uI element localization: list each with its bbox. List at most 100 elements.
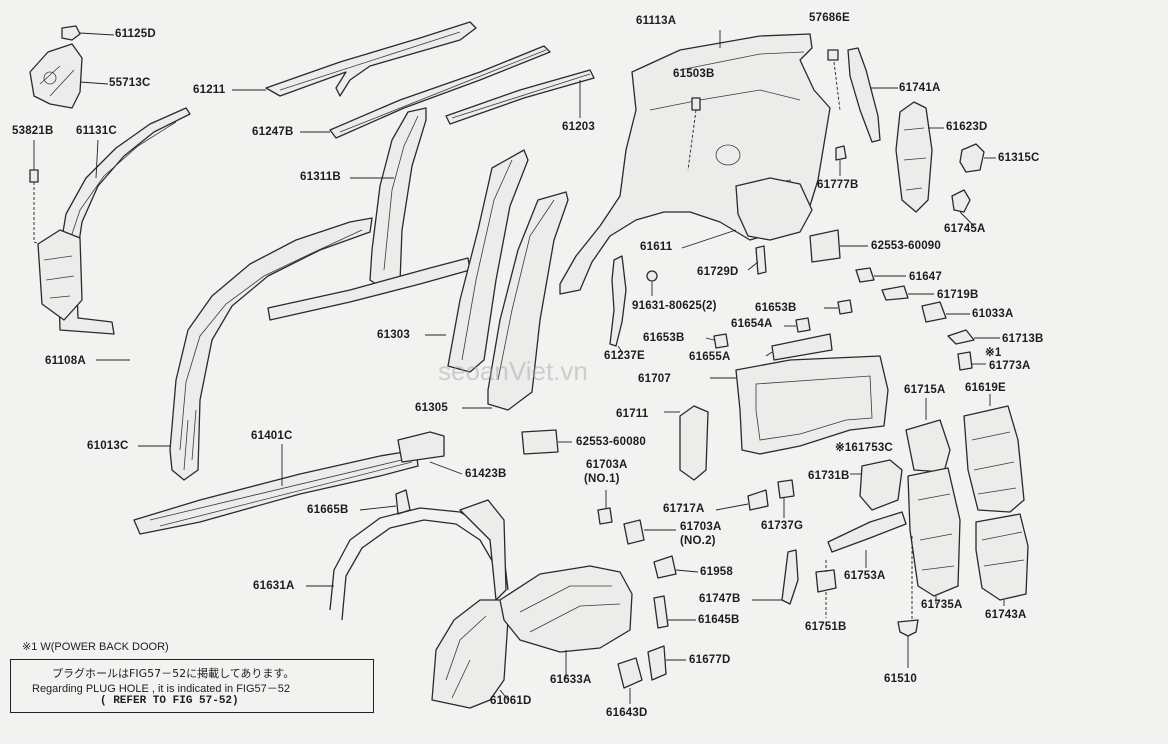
part-61747B-shape (752, 549, 799, 605)
part-61735A-shape (907, 467, 961, 604)
part-label-61729D: 61729D (697, 266, 739, 278)
part-label-61510: 61510 (884, 673, 917, 685)
part-label-61655A: 61655A (689, 351, 731, 363)
part-label-61633A: 61633A (550, 674, 592, 686)
part-61729D-shape (747, 245, 767, 275)
part-61311B-shape (350, 107, 427, 289)
part-61665B-shape (359, 489, 411, 515)
note-line-reference: ( REFER TO FIG 57-52) (100, 695, 239, 707)
part-label-61719B: 61719B (937, 289, 979, 301)
part-label-61033A: 61033A (972, 308, 1014, 320)
part-label-61611: 61611 (640, 241, 673, 253)
part-61741A-shape (847, 47, 898, 143)
part-label-61647: 61647 (909, 271, 942, 283)
part-61745A-shape (951, 189, 975, 227)
part-61033A-shape (921, 301, 970, 323)
part-label-61703A-no2-sub: (NO.2) (680, 535, 716, 547)
part-91631-shape (646, 270, 658, 296)
part-61773A-shape (957, 351, 986, 371)
part-label-61745A: 61745A (944, 223, 986, 235)
part-label-61631A: 61631A (253, 580, 295, 592)
part-61645B-shape (653, 595, 696, 629)
part-label-61777B: 61777B (817, 179, 859, 191)
part-61707-shape (710, 355, 889, 455)
part-label-61731B: 61731B (808, 470, 850, 482)
part-label-61958: 61958 (700, 566, 733, 578)
part-label-61311B: 61311B (300, 171, 341, 183)
part-61423B-shape (397, 431, 463, 475)
part-label-61741A: 61741A (899, 82, 941, 94)
part-57686E-shape (827, 49, 841, 111)
part-label-91631-80625: 91631-80625(2) (632, 300, 717, 312)
part-61743A-shape (975, 513, 1029, 606)
part-label-61303: 61303 (377, 329, 410, 341)
part-label-61751B: 61751B (805, 621, 847, 633)
part-61305-shape (447, 149, 569, 411)
part-label-61737G: 61737G (761, 520, 804, 532)
part-61653B-shape (705, 299, 853, 349)
part-label-61703A-no1-sub: (NO.1) (584, 473, 620, 485)
part-label-61113A: 61113A (636, 15, 677, 27)
part-61647-shape (855, 267, 906, 283)
part-label-55713C: 55713C (109, 77, 151, 89)
part-label-53821B: 53821B (12, 125, 54, 137)
part-label-61423B: 61423B (465, 468, 507, 480)
part-61203-shape (445, 69, 595, 125)
part-61633A-shape (499, 565, 633, 678)
note-box (10, 659, 374, 713)
part-61315C-shape (959, 143, 996, 173)
part-61958-shape (653, 555, 699, 579)
mark-note-61773A: ※1 (985, 347, 1002, 359)
part-61013C-shape (138, 217, 373, 481)
part-62553-60080-shape (521, 429, 572, 455)
part-label-61715A: 61715A (904, 384, 946, 396)
part-61211-shape (232, 21, 477, 97)
part-label-61305: 61305 (415, 402, 448, 414)
part-label-61503B: 61503B (673, 68, 715, 80)
part-55713C-shape (29, 43, 109, 109)
part-label-61713B: 61713B (1002, 333, 1044, 345)
part-61643D-shape (617, 657, 643, 704)
part-61717A-shape (715, 479, 795, 518)
part-61247B-shape (300, 45, 551, 139)
part-label-61703A-no1: 61703A (586, 459, 628, 471)
part-61711-shape (664, 405, 709, 481)
part-61703A-shape (597, 490, 676, 545)
part-label-61108A: 61108A (45, 355, 86, 367)
part-label-61707: 61707 (638, 373, 671, 385)
part-label-61753C: ※161753C (835, 442, 893, 454)
part-label-61653B-upper: 61653B (755, 302, 797, 314)
part-61713B-shape (947, 329, 1000, 345)
part-label-61711: 61711 (616, 408, 649, 420)
part-61751B-shape (815, 560, 837, 618)
part-label-61203: 61203 (562, 121, 595, 133)
part-label-61623D: 61623D (946, 121, 988, 133)
part-label-61315C: 61315C (998, 152, 1040, 164)
part-61125D-shape (61, 25, 115, 41)
part-label-61717A: 61717A (663, 503, 705, 515)
part-61108A-shape (37, 229, 130, 361)
part-61655A-shape (765, 333, 833, 361)
part-61719B-shape (881, 285, 934, 301)
part-61237E-shape (609, 255, 627, 353)
part-61715A-shape (905, 398, 951, 473)
part-label-61653B-lower: 61653B (643, 332, 685, 344)
note-line-english: Regarding PLUG HOLE , it is indicated in… (32, 683, 291, 695)
part-label-61703A-no2: 61703A (680, 521, 722, 533)
part-label-61753A: 61753A (844, 570, 886, 582)
part-label-61643D: 61643D (606, 707, 648, 719)
part-61503B-shape (687, 97, 701, 171)
part-61753A-shape (827, 511, 907, 568)
part-label-61131C: 61131C (76, 125, 117, 137)
part-label-61665B: 61665B (307, 504, 349, 516)
note-title: ※1 W(POWER BACK DOOR) (22, 641, 169, 653)
part-61777B-shape (835, 145, 847, 176)
part-61303-shape (267, 257, 471, 336)
part-label-61654A: 61654A (731, 318, 773, 330)
part-label-61735A: 61735A (921, 599, 963, 611)
part-label-61247B: 61247B (252, 126, 294, 138)
part-label-61773A: 61773A (989, 360, 1031, 372)
part-61061D-shape (431, 599, 509, 709)
part-61631A-shape (306, 499, 509, 621)
